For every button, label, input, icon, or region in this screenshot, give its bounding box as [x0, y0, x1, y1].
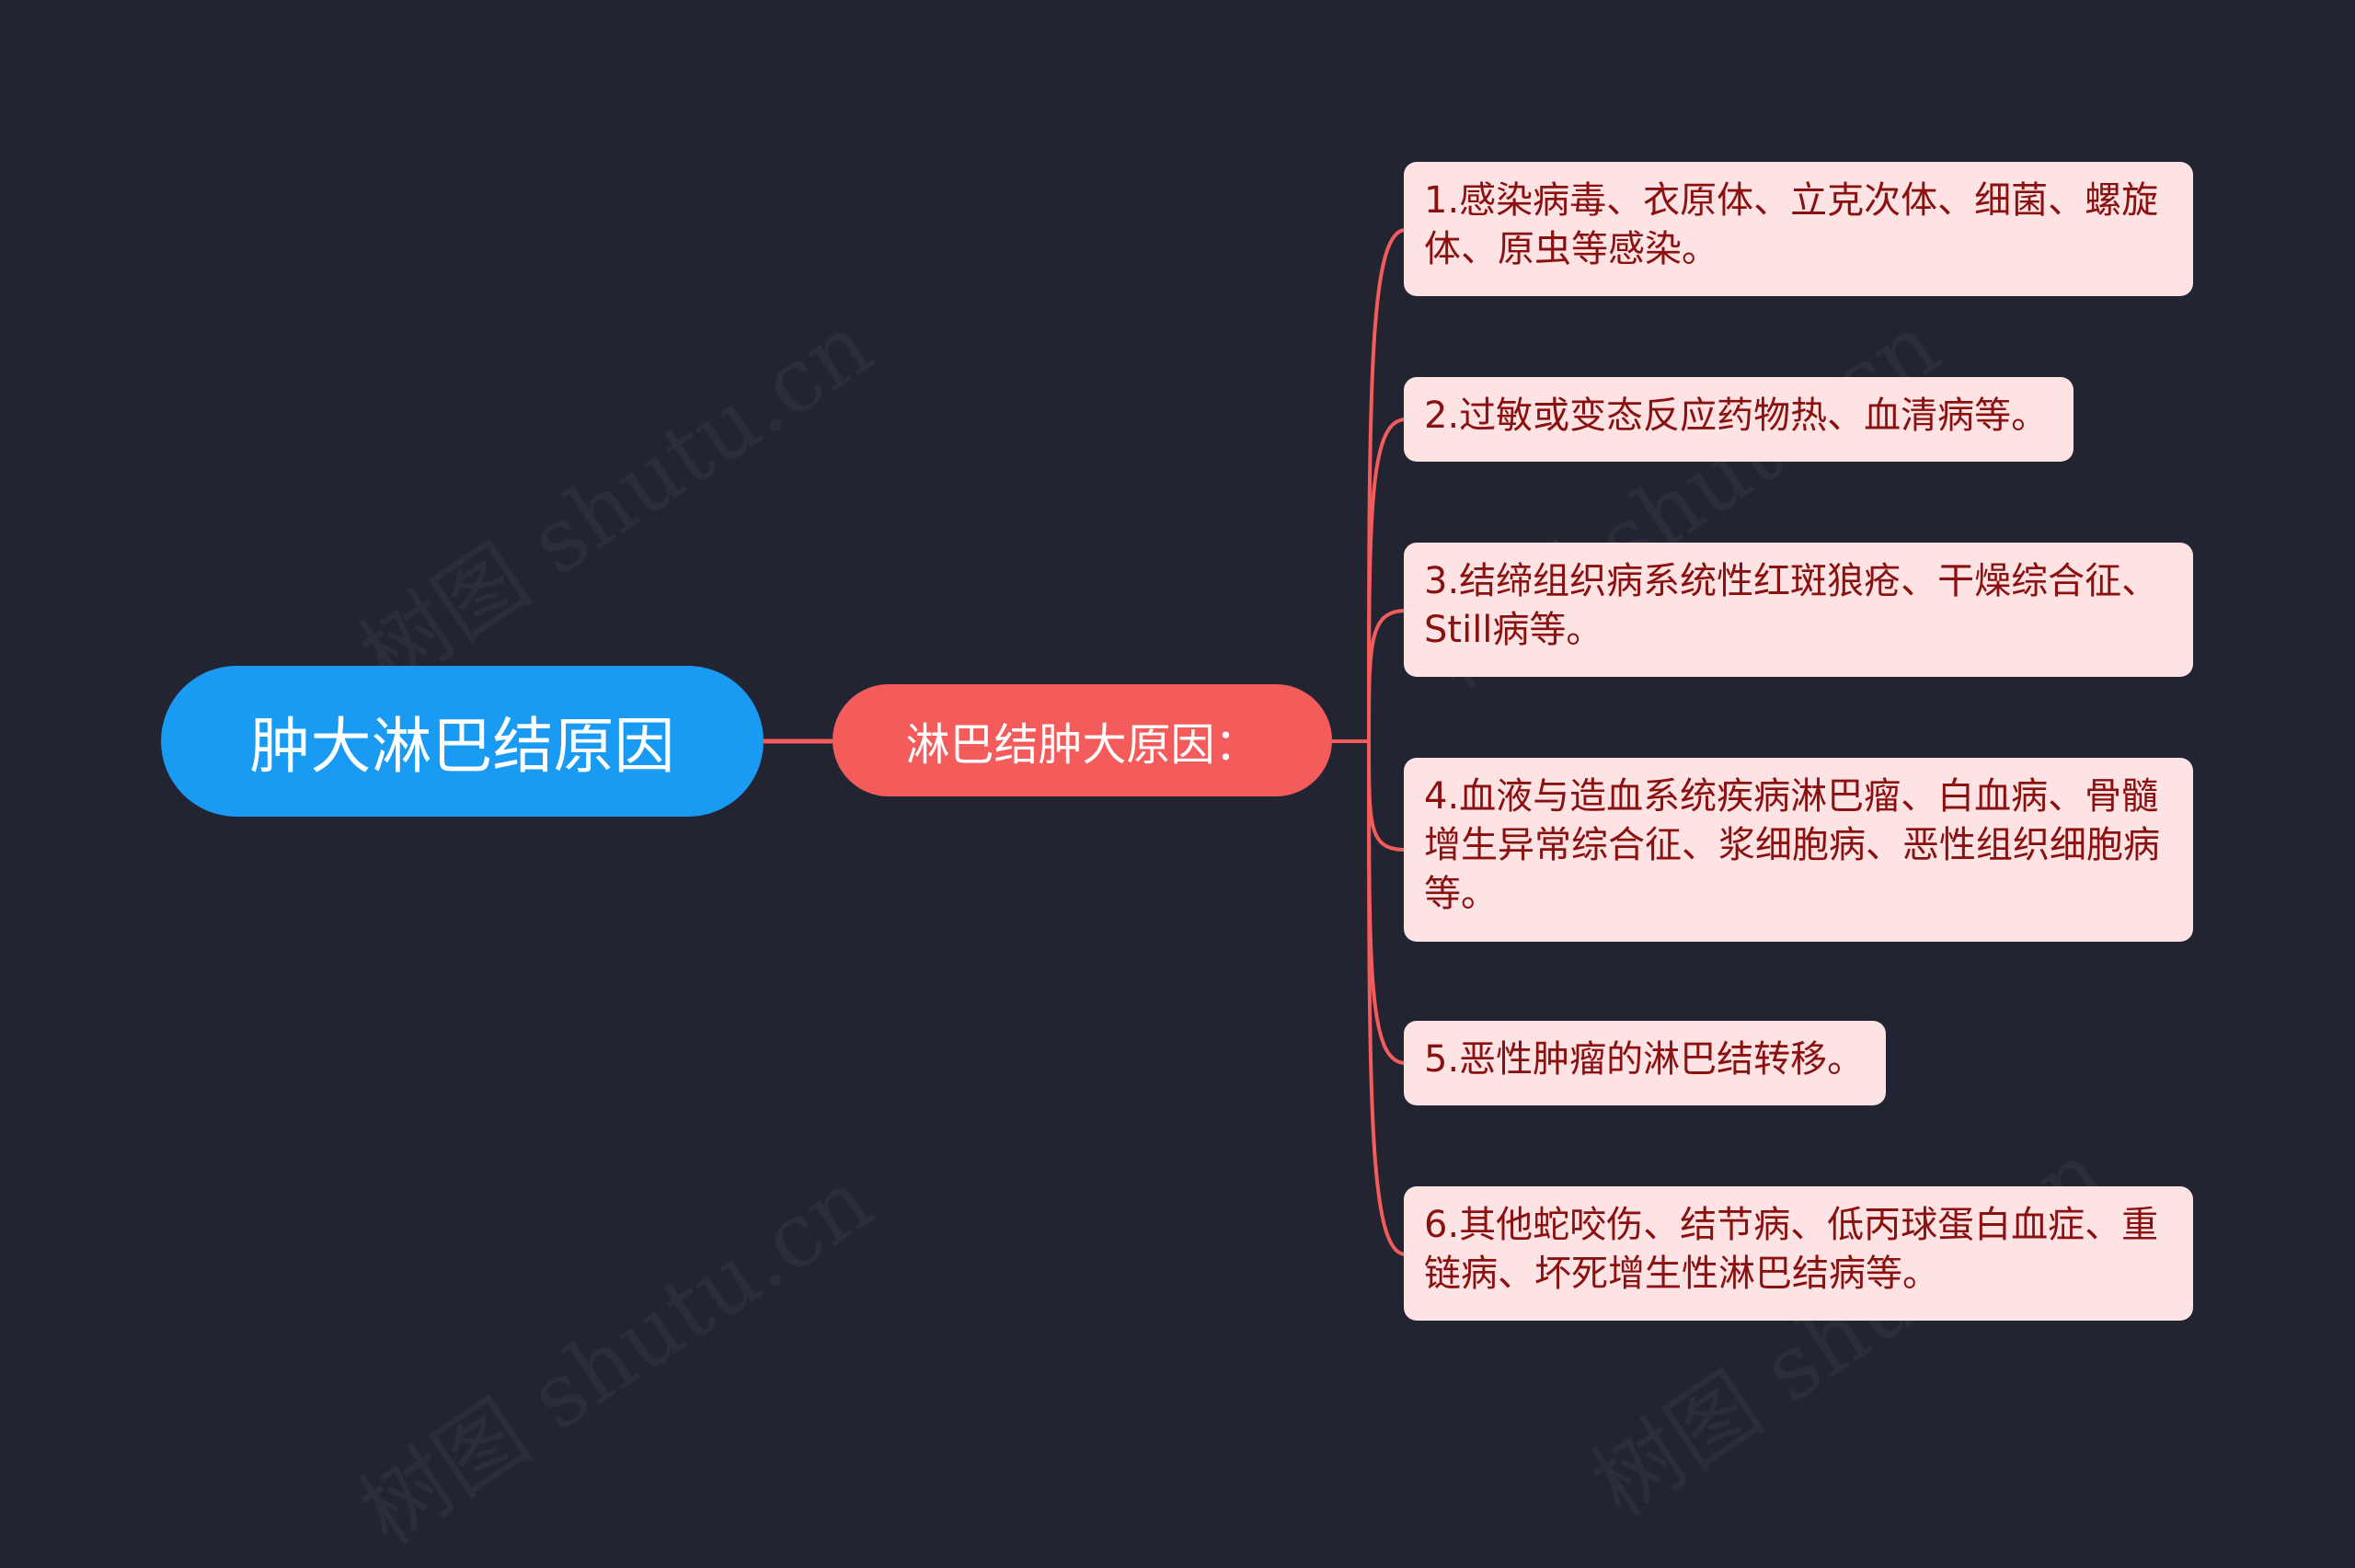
leaf-topic-node[interactable]: 1.感染病毒、衣原体、立克次体、细菌、螺旋体、原虫等感染。 — [1404, 162, 2193, 296]
leaf-topic-text: 1.感染病毒、衣原体、立克次体、细菌、螺旋体、原虫等感染。 — [1424, 179, 2159, 270]
branch-to-leaf-connector — [1332, 609, 1407, 743]
leaf-topic-text: 5.恶性肿瘤的淋巴结转移。 — [1424, 1038, 1865, 1081]
connector-lines — [764, 228, 1407, 1256]
branch-to-leaf-connector — [1332, 739, 1407, 1256]
leaf-topic-node[interactable]: 6.其他蛇咬伤、结节病、低丙球蛋白血症、重链病、坏死增生性淋巴结病等。 — [1404, 1186, 2193, 1321]
branch-topic-node[interactable]: 淋巴结肿大原因： — [833, 684, 1332, 796]
leaf-topic-text: 6.其他蛇咬伤、结节病、低丙球蛋白血症、重链病、坏死增生性淋巴结病等。 — [1424, 1204, 2159, 1295]
leaf-topic-text: 4.血液与造血系统疾病淋巴瘤、白血病、骨髓增生异常综合征、浆细胞病、恶性组织细胞… — [1424, 775, 2160, 915]
root-topic-label: 肿大淋巴结原因 — [249, 711, 675, 782]
leaf-topic-text: 2.过敏或变态反应药物热、血清病等。 — [1424, 395, 2049, 437]
leaf-topic-node[interactable]: 3.结缔组织病系统性红斑狼疮、干燥综合征、Still病等。 — [1404, 543, 2193, 677]
branch-topic-label: 淋巴结肿大原因： — [905, 719, 1259, 771]
leaf-topic-node[interactable]: 4.血液与造血系统疾病淋巴瘤、白血病、骨髓增生异常综合征、浆细胞病、恶性组织细胞… — [1404, 758, 2193, 942]
mindmap-canvas: 树图 shutu.cn 树图 shutu.cn 树图 shutu.cn 树图 s… — [161, 162, 2193, 1321]
leaf-topic-text: 3.结缔组织病系统性红斑狼疮、干燥综合征、Still病等。 — [1424, 560, 2159, 651]
leaf-topic-node[interactable]: 5.恶性肿瘤的淋巴结转移。 — [1404, 1021, 1886, 1105]
leaf-topic-node[interactable]: 2.过敏或变态反应药物热、血清病等。 — [1404, 377, 2074, 462]
root-topic-node[interactable]: 肿大淋巴结原因 — [161, 666, 764, 817]
